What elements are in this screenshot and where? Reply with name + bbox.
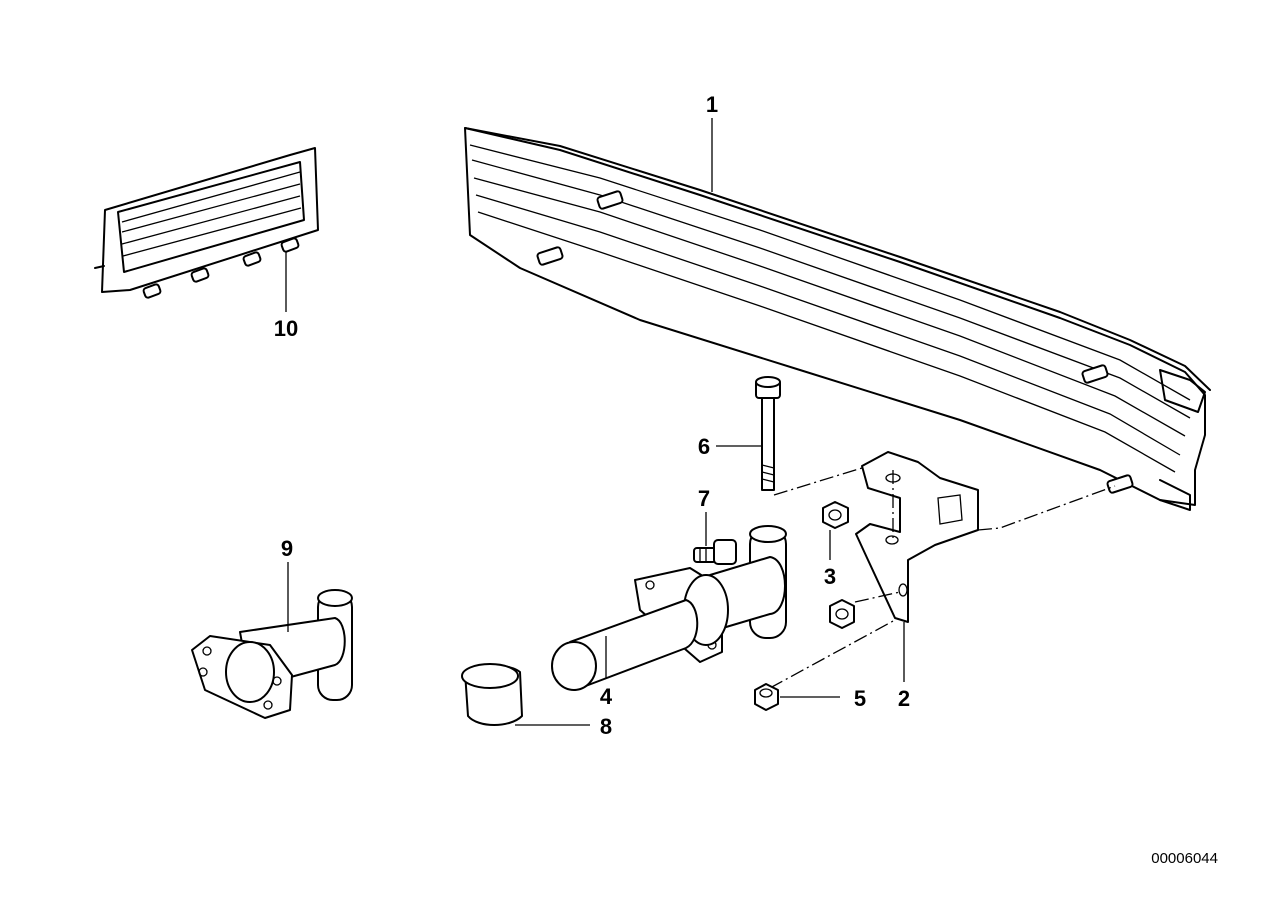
label-6: 6 [698,434,710,459]
label-1: 1 [706,92,718,117]
tow-hook-flange-part [191,589,353,719]
label-7: 7 [698,486,710,511]
bolt-part [755,376,781,491]
bumper-carrier-part [464,127,1211,511]
label-5: 5 [854,686,866,711]
label-9: 9 [281,536,293,561]
stud [1081,364,1109,384]
nut-part-5 [754,683,779,711]
label-2: 2 [898,686,910,711]
label-10: 10 [274,316,298,341]
reference-number: 00006044 [1151,850,1218,867]
grille-part [94,147,319,299]
label-8: 8 [600,714,612,739]
grille-clip [280,237,300,253]
screw-part [693,539,737,565]
cap-part [461,663,523,726]
label-4: 4 [600,684,613,709]
grille-clip [242,251,262,267]
stud [1106,474,1134,494]
tow-hook-part [551,525,787,691]
stud [536,246,564,266]
nut-lower [829,599,855,629]
label-3: 3 [824,564,836,589]
bracket-part [855,451,979,623]
grille-clip [190,267,210,283]
stud [596,190,624,210]
grille-clip [142,283,162,299]
nut-upper [822,501,849,529]
